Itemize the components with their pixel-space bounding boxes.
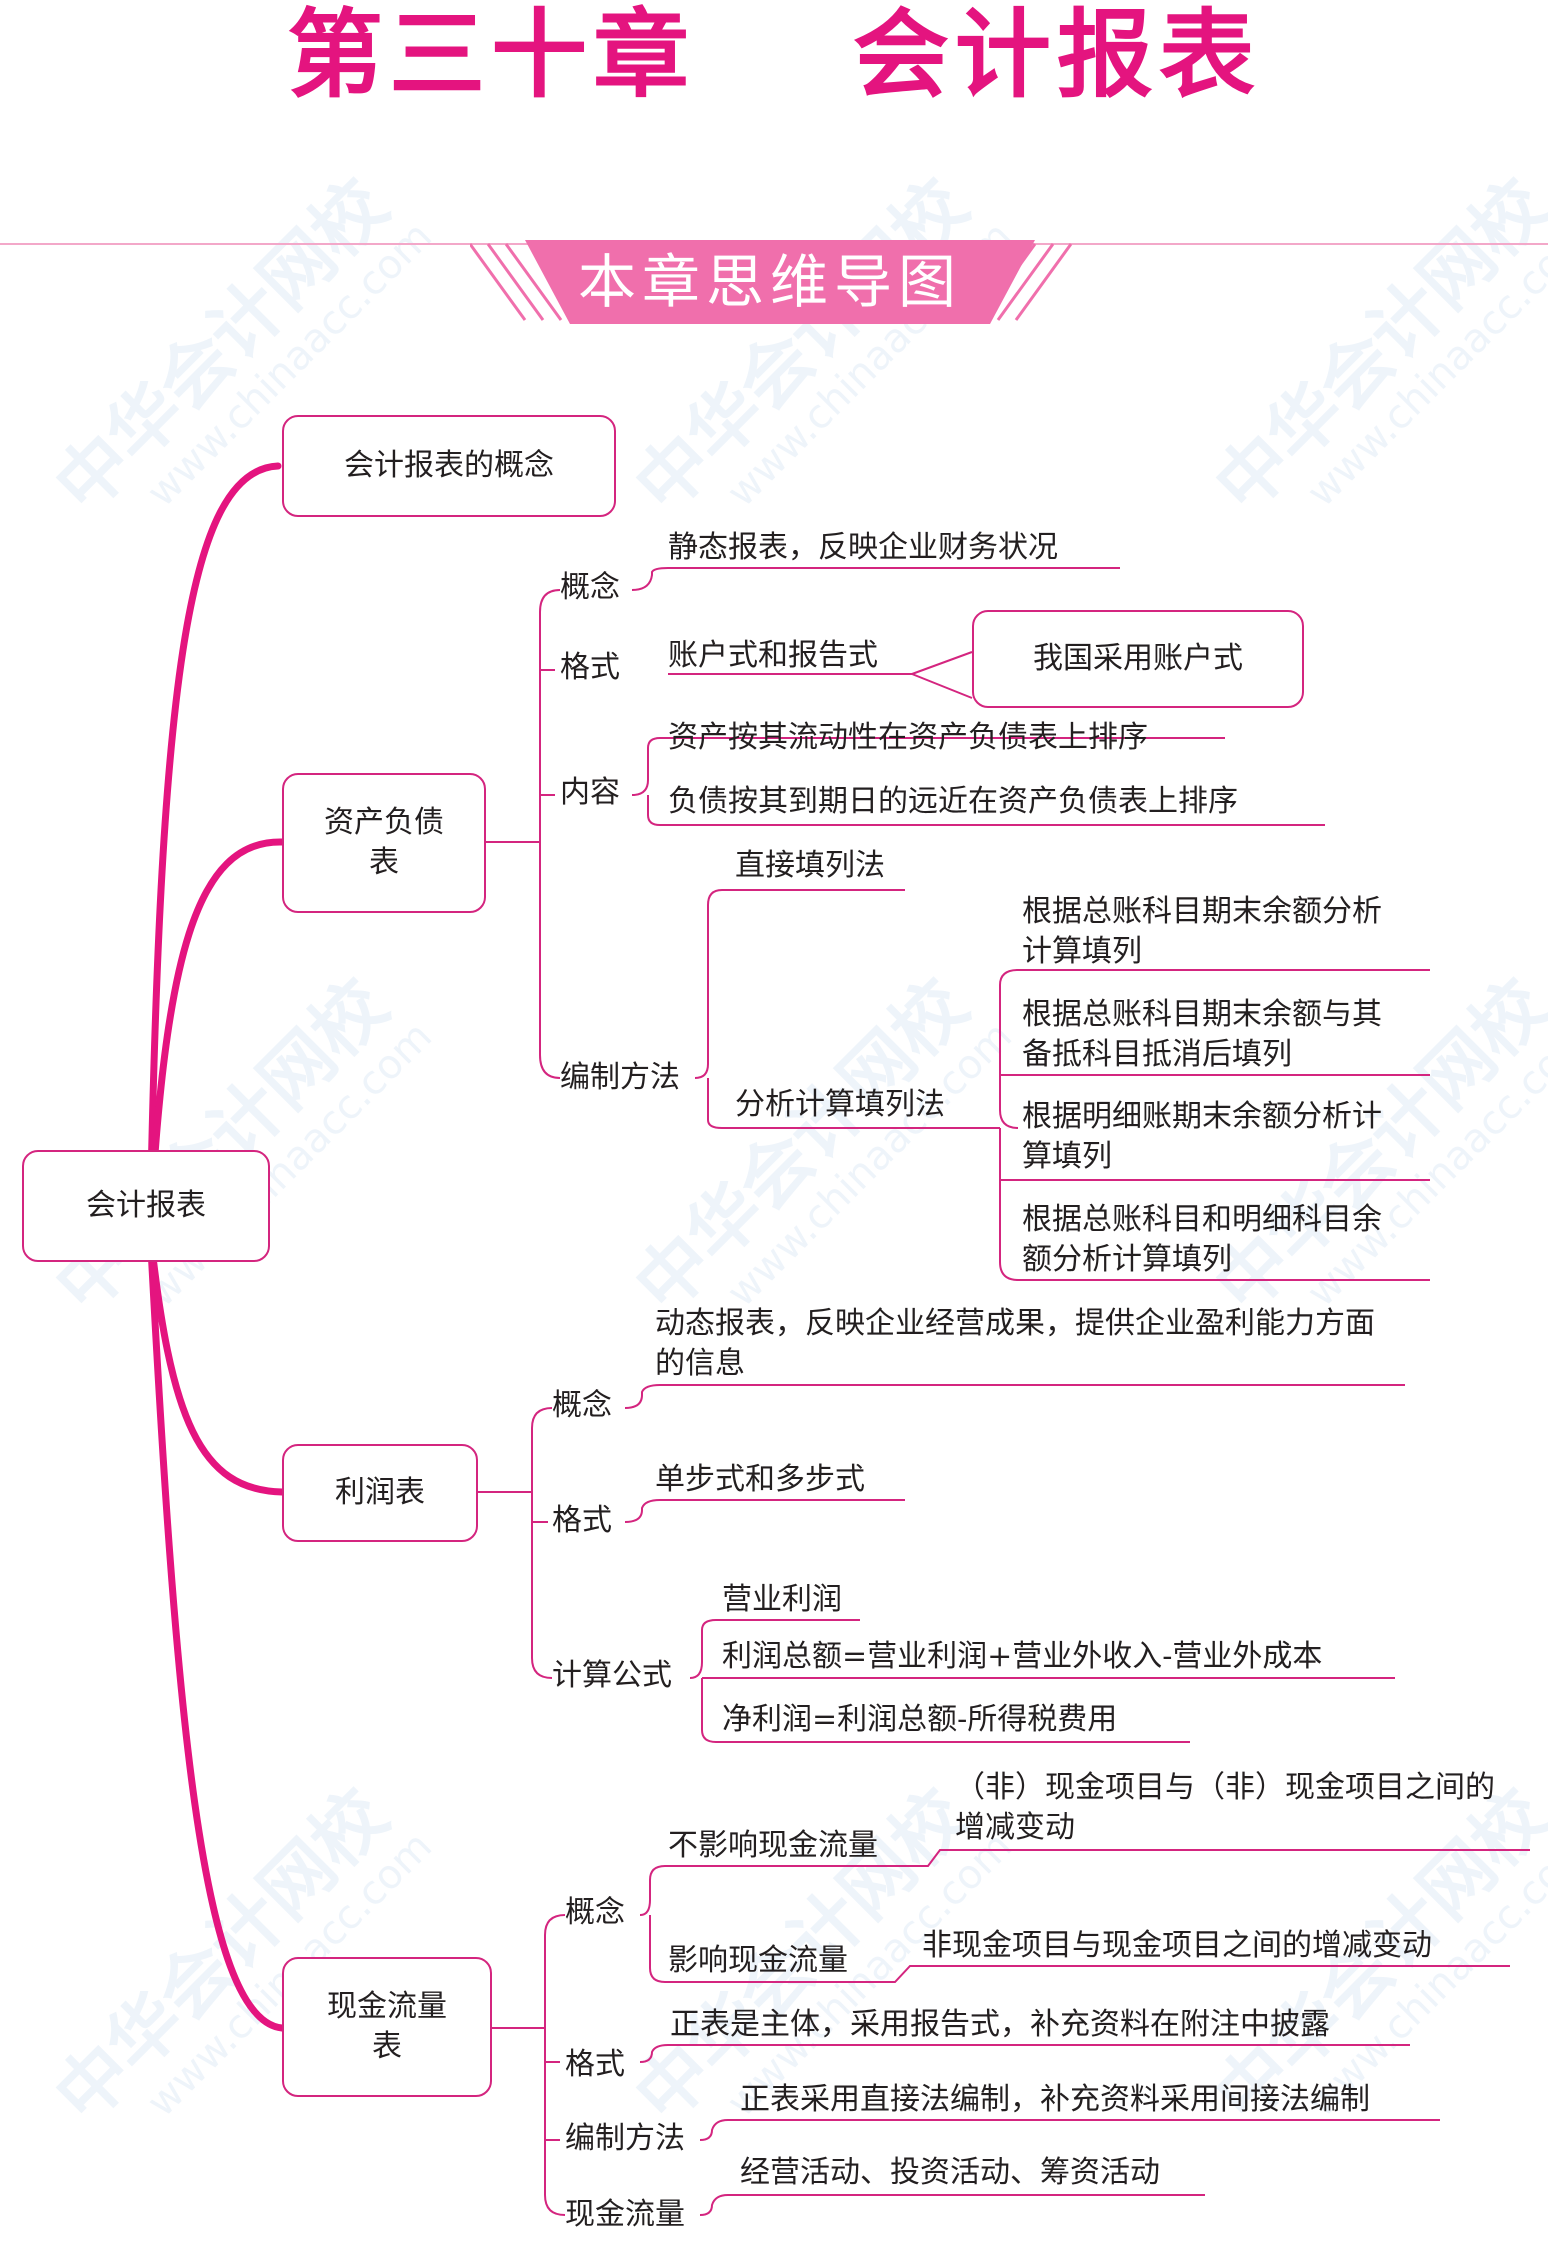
bs-content-item-1: 资产按其流动性在资产负债表上排序 <box>668 720 1148 755</box>
bs-analysis-item-1: 根据总账科目期末余额分析计算填列 <box>1022 894 1382 969</box>
bs-format-note: 我国采用账户式 <box>972 610 1304 708</box>
bs-concept-label: 概念 <box>560 570 620 605</box>
cash-flow-node: 现金流量表 <box>282 1957 492 2097</box>
bs-content-label: 内容 <box>560 775 620 810</box>
is-formula-item-3: 净利润=利润总额-所得税费用 <box>722 1702 1118 1737</box>
bs-format-text: 账户式和报告式 <box>668 638 878 673</box>
cf-method-label: 编制方法 <box>565 2121 685 2156</box>
bs-analysis-item-2: 根据总账科目期末余额与其备抵科目抵消后填列 <box>1022 997 1382 1072</box>
cf-no-effect-note: （非）现金项目与（非）现金项目之间的增减变动 <box>955 1770 1495 1845</box>
balance-sheet-node: 资产负债表 <box>282 773 486 913</box>
bs-method-direct: 直接填列法 <box>735 848 885 883</box>
cf-effect-note: 非现金项目与现金项目之间的增减变动 <box>922 1928 1432 1963</box>
cf-concept-label: 概念 <box>565 1895 625 1930</box>
cf-method-text: 正表采用直接法编制，补充资料采用间接法编制 <box>740 2082 1370 2117</box>
income-statement-node: 利润表 <box>282 1444 478 1542</box>
cf-flows-label: 现金流量 <box>565 2197 685 2232</box>
cf-format-text: 正表是主体，采用报告式，补充资料在附注中披露 <box>670 2007 1330 2042</box>
banner-ribbon <box>470 240 1073 324</box>
bs-method-label: 编制方法 <box>560 1060 680 1095</box>
is-formula-label: 计算公式 <box>552 1658 672 1693</box>
cf-no-effect: 不影响现金流量 <box>668 1828 878 1863</box>
is-concept-text: 动态报表，反映企业经营成果，提供企业盈利能力方面的信息 <box>655 1306 1375 1381</box>
banner-title: 本章思维导图 <box>577 248 962 316</box>
is-concept-label: 概念 <box>552 1388 612 1423</box>
root-node: 会计报表 <box>22 1150 270 1262</box>
is-formula-item-2: 利润总额=营业利润+营业外收入-营业外成本 <box>722 1639 1323 1674</box>
cf-format-label: 格式 <box>565 2047 625 2082</box>
bs-analysis-item-3: 根据明细账期末余额分析计算填列 <box>1022 1099 1382 1174</box>
page-title: 第三十章 会计报表 <box>287 0 1261 111</box>
is-format-label: 格式 <box>552 1503 612 1538</box>
bs-format-label: 格式 <box>560 650 620 685</box>
concept-node: 会计报表的概念 <box>282 415 616 517</box>
cf-flows-text: 经营活动、投资活动、筹资活动 <box>740 2155 1160 2190</box>
bs-content-item-2: 负债按其到期日的远近在资产负债表上排序 <box>668 784 1238 819</box>
cf-effect: 影响现金流量 <box>668 1943 848 1978</box>
bs-concept-text: 静态报表，反映企业财务状况 <box>668 530 1058 565</box>
bs-method-analysis: 分析计算填列法 <box>735 1087 945 1122</box>
is-formula-item-1: 营业利润 <box>722 1582 842 1617</box>
bs-analysis-item-4: 根据总账科目和明细科目余额分析计算填列 <box>1022 1202 1382 1277</box>
is-format-text: 单步式和多步式 <box>655 1462 865 1497</box>
